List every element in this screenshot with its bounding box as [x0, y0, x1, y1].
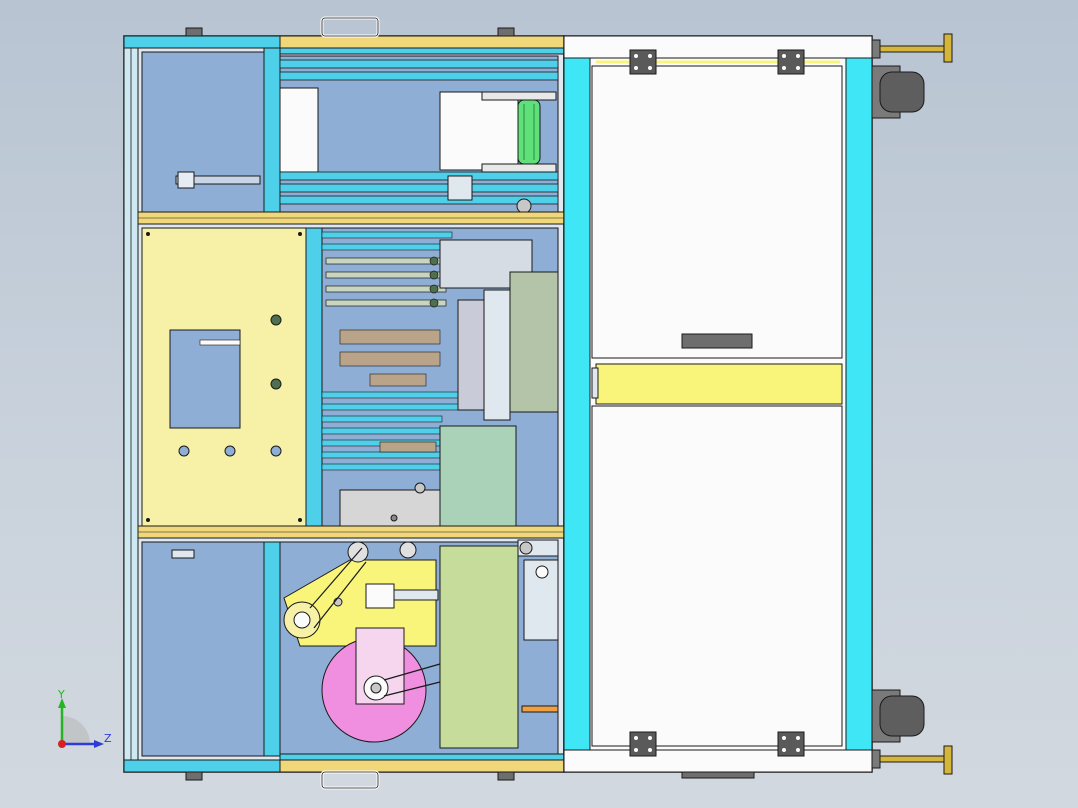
- z-axis-label: Z: [104, 732, 112, 745]
- cabinet-right-section: [563, 35, 873, 779]
- bottom-rail-left: [123, 759, 281, 773]
- panel-button-4: [224, 445, 236, 457]
- mint-block: [439, 425, 517, 527]
- drive-plate: [339, 489, 441, 527]
- x-axis-dot: [58, 740, 66, 748]
- panel-button-5: [270, 445, 282, 457]
- bottom-rail-right: [279, 759, 565, 773]
- gear-racks: [339, 329, 441, 453]
- panel-button-1: [270, 314, 282, 326]
- pull-handle-icon[interactable]: [320, 16, 380, 38]
- upper-door[interactable]: [591, 65, 843, 359]
- green-block: [439, 545, 519, 749]
- lower-door[interactable]: [591, 405, 843, 747]
- panel-button-3: [178, 445, 190, 457]
- caster-wheel-icon: [871, 65, 925, 119]
- label-block: [439, 91, 519, 171]
- caster-wheel-bottom-icon: [871, 689, 925, 743]
- yellow-drive-plate: [283, 559, 437, 647]
- door-handle-icon[interactable]: [681, 333, 753, 349]
- green-roller: [517, 99, 541, 165]
- frame-feet: [185, 27, 515, 781]
- xyz-triad-icon: Y Z: [57, 688, 112, 748]
- lower-left-bay: [141, 541, 265, 757]
- vertical-divider-profile: [263, 47, 281, 217]
- leveler-foot-top-icon: [871, 33, 953, 63]
- top-rail-right: [279, 35, 565, 49]
- y-axis-label: Y: [57, 688, 65, 701]
- cabinet-left-post: [563, 57, 591, 751]
- hinge-icon: [629, 49, 805, 757]
- cabinet-right-post: [845, 57, 873, 751]
- pull-handle-bottom-icon[interactable]: [320, 770, 380, 790]
- yellow-strip: [595, 363, 843, 405]
- leveler-foot-bottom-icon: [871, 745, 953, 775]
- upper-slats: [279, 59, 559, 205]
- top-rail-left: [123, 35, 281, 49]
- cylinder-bank: [325, 256, 447, 308]
- machine-left-section: [123, 35, 565, 773]
- hmi-screen: [169, 329, 241, 429]
- upper-left-bay: [141, 51, 265, 213]
- panel-button-2: [270, 378, 282, 390]
